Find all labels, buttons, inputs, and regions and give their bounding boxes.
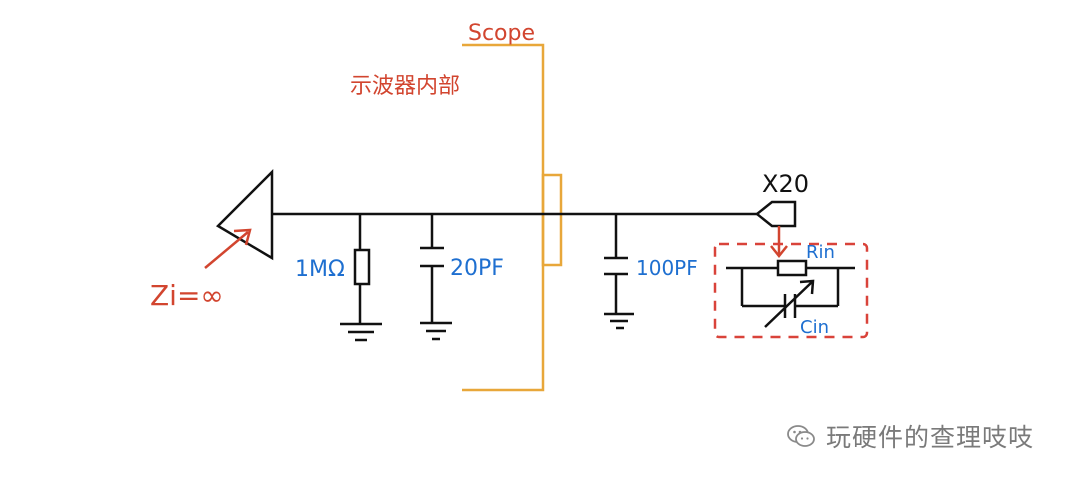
amplifier-triangle	[215, 168, 274, 261]
zi-arrow	[204, 231, 249, 269]
cin-variable-arrowhead	[799, 279, 815, 295]
probe-arrowhead	[770, 245, 788, 259]
cin-variable-arrow	[764, 281, 813, 328]
r1-resistor	[353, 248, 371, 286]
scope-bracket	[462, 43, 545, 392]
zi-arrowhead	[233, 228, 252, 246]
watermark: 玩硬件的查理吱吱	[786, 418, 1034, 454]
scope-inner-label: 示波器内部	[350, 74, 460, 99]
r1-ground-icon	[340, 322, 382, 342]
c1-ground-icon	[420, 321, 452, 341]
watermark-text: 玩硬件的查理吱吱	[826, 423, 1035, 452]
probe-connector-icon	[754, 200, 797, 228]
cin-label: Cin	[800, 317, 829, 338]
rin-resistor	[776, 259, 808, 277]
rin-label: Rin	[806, 242, 835, 263]
zi-label: Zi=∞	[150, 279, 224, 312]
scope-connector	[541, 173, 563, 267]
r1-label: 1MΩ	[295, 257, 345, 282]
probe-input-box	[713, 242, 869, 339]
c1-label: 20PF	[450, 256, 504, 281]
scope-label: Scope	[468, 21, 535, 46]
probe-ratio-label: X20	[762, 170, 809, 198]
wechat-icon	[787, 425, 815, 447]
c2-label: 100PF	[636, 256, 698, 280]
c2-ground-icon	[604, 312, 634, 330]
